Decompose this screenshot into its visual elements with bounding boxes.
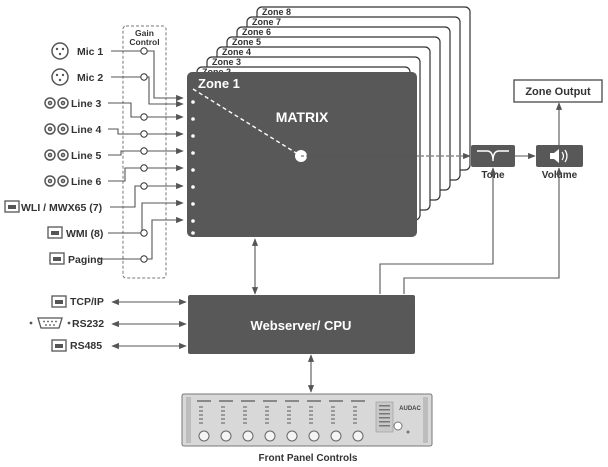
input-label: Line 4 — [71, 124, 102, 136]
input-line-5: Line 5 — [44, 149, 102, 162]
input-label: Paging — [68, 254, 103, 266]
cpu-tone-link — [379, 167, 497, 294]
network-port-icon — [47, 226, 63, 239]
panel-knob-icon — [308, 430, 320, 442]
gain-knob-icon — [140, 164, 148, 172]
input-mic-1: Mic 1 — [51, 42, 103, 60]
serial-port-icon — [29, 317, 71, 329]
gain-knob-icon — [140, 130, 148, 138]
volume-label: Volume — [542, 170, 578, 181]
zone-1-title: Zone 1 — [198, 76, 240, 91]
zone-label: Zone 4 — [222, 47, 251, 57]
panel-channel-strip — [307, 400, 321, 442]
speaker-icon — [550, 149, 568, 163]
panel-channel-strip — [197, 400, 211, 442]
port-rs232: RS232 — [29, 317, 187, 330]
front-panel-device: AUDAC — [181, 393, 433, 447]
matrix-input-pins — [191, 100, 195, 235]
gain-knob-icon — [140, 229, 148, 237]
panel-channel-strip — [263, 400, 277, 442]
zone-label: Zone 7 — [252, 17, 281, 27]
input-label: Line 5 — [71, 150, 102, 162]
gain-control-box — [122, 25, 167, 279]
rca-icon — [44, 97, 69, 109]
gain-knob-icon — [140, 147, 148, 155]
port-label: RS485 — [70, 340, 102, 352]
panel-knob-icon — [198, 430, 210, 442]
network-port-icon — [4, 200, 20, 213]
input-label: Mic 1 — [77, 46, 103, 58]
zone-output-block: Zone Output — [513, 79, 603, 103]
network-port-icon — [49, 252, 65, 265]
input-label: WMI (8) — [66, 228, 103, 240]
input-label: WLI / MWX65 (7) — [21, 202, 102, 214]
gain-knob-icon — [140, 47, 148, 55]
network-port-icon — [51, 339, 67, 352]
eq-curve-icon — [477, 150, 509, 162]
input-label: Line 6 — [71, 176, 102, 188]
input-paging: Paging — [49, 252, 103, 266]
zone-output-label: Zone Output — [525, 86, 591, 98]
panel-knob-icon — [352, 430, 364, 442]
input-line-6: Line 6 — [44, 175, 102, 188]
zone-label: Zone 5 — [232, 37, 261, 47]
panel-knob-icon — [220, 430, 232, 442]
panel-channel-strip — [285, 400, 299, 442]
cpu-label: Webserver/ CPU — [251, 318, 352, 333]
panel-knob-icon — [242, 430, 254, 442]
input-wires — [99, 50, 184, 260]
cpu-volume-link — [403, 167, 563, 294]
input-wli-mwx65: WLI / MWX65 (7) — [4, 200, 102, 214]
input-wmi: WMI (8) — [47, 226, 103, 240]
port-label: TCP/IP — [70, 296, 104, 308]
rca-icon — [44, 175, 69, 187]
gain-control-label: Control — [129, 37, 159, 47]
network-port-icon — [51, 295, 67, 308]
gain-knob-icon — [140, 182, 148, 190]
input-mic-2: Mic 2 — [51, 68, 103, 86]
port-rs485: RS485 — [51, 339, 187, 352]
port-label: RS232 — [72, 318, 104, 330]
xlr-icon — [51, 42, 69, 60]
rca-icon — [44, 149, 69, 161]
xlr-icon — [51, 68, 69, 86]
input-label: Mic 2 — [77, 72, 103, 84]
zone-label: Zone 6 — [242, 27, 271, 37]
port-tcpip: TCP/IP — [51, 295, 187, 308]
panel-channel-strip — [241, 400, 255, 442]
cpu-box — [188, 295, 415, 354]
gain-knob-icon — [140, 255, 148, 263]
panel-channel-strip — [219, 400, 233, 442]
panel-knob-icon — [286, 430, 298, 442]
input-line-3: Line 3 — [44, 97, 102, 110]
matrix-routing-line — [192, 88, 302, 157]
gain-knob-icon — [140, 73, 148, 81]
panel-channel-strip — [351, 400, 365, 442]
input-label: Line 3 — [71, 98, 102, 110]
zone-label: Zone 8 — [262, 7, 291, 17]
panel-knob-icon — [330, 430, 342, 442]
gain-control-label: Gain — [135, 28, 154, 38]
panel-knob-icon — [264, 430, 276, 442]
input-line-4: Line 4 — [44, 123, 102, 136]
gain-knobs — [140, 47, 148, 263]
rca-icon — [44, 123, 69, 135]
front-panel-label: Front Panel Controls — [259, 453, 358, 464]
panel-channel-strip — [329, 400, 343, 442]
front-panel-brand: AUDAC — [399, 406, 421, 412]
matrix-title: MATRIX — [276, 109, 329, 125]
zone-label: Zone 3 — [212, 57, 241, 67]
gain-knob-icon — [140, 113, 148, 121]
volume-block: Volume — [536, 145, 583, 181]
